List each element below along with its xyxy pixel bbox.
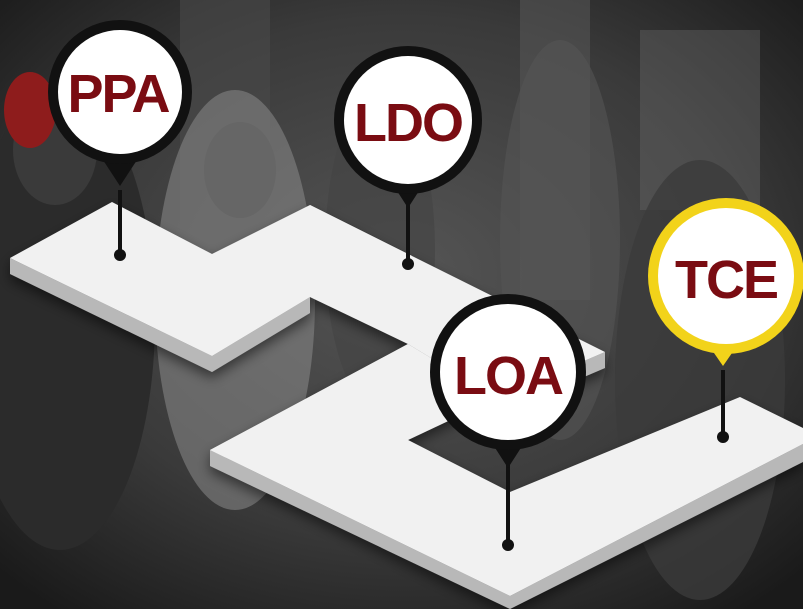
- path-side-face: [210, 450, 510, 609]
- pin-label-ldo: LDO: [354, 93, 462, 153]
- path-side-face: [510, 444, 803, 609]
- path-side-face: [212, 297, 310, 372]
- pin-face: [344, 56, 472, 184]
- pin-tail: [103, 160, 137, 186]
- pin-anchor-dot: [114, 249, 126, 261]
- pin-anchor-dot: [717, 431, 729, 443]
- pin-label-loa: LOA: [454, 346, 563, 406]
- pin-face: [658, 208, 794, 344]
- pin-ldo[interactable]: LDO: [334, 46, 482, 270]
- path-top-segment-3: [210, 344, 803, 596]
- pin-label-ppa: PPA: [67, 64, 169, 124]
- pin-tce[interactable]: TCE: [648, 198, 803, 443]
- pin-face: [440, 304, 576, 440]
- pin-face: [58, 30, 182, 154]
- pin-label-tce: TCE: [675, 250, 777, 310]
- pin-anchor-dot: [402, 258, 414, 270]
- pin-anchor-dot: [502, 539, 514, 551]
- pin-loa[interactable]: LOA: [430, 294, 586, 551]
- pin-ppa[interactable]: PPA: [48, 20, 192, 261]
- path-side-face: [10, 258, 212, 372]
